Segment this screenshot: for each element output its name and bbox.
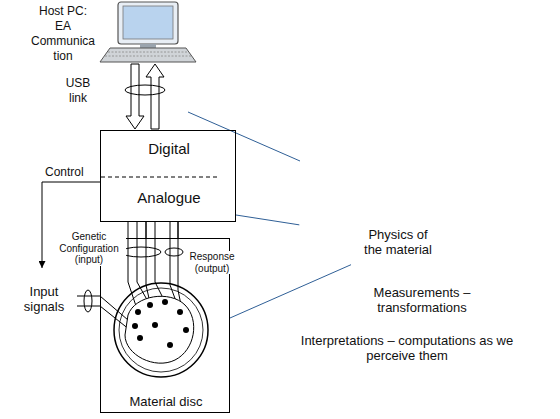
digital-analogue-box: DigitalAnalogue	[100, 130, 236, 222]
monitor-frame	[118, 2, 178, 44]
ellipse-shape	[11, 269, 77, 331]
node-text: Material disc	[101, 395, 231, 410]
label-text: USB link	[60, 76, 96, 106]
leader-line	[236, 215, 299, 225]
text-holder: Material disc	[101, 395, 231, 410]
electrode	[147, 302, 153, 308]
ellipse-shape	[257, 119, 557, 409]
node-text: Digital	[101, 140, 237, 157]
edge-label: Genetic Configuration (input)	[52, 231, 126, 266]
keyboard	[100, 48, 196, 62]
keyboard-keys	[105, 52, 191, 56]
electrode	[183, 327, 189, 333]
material-blob	[125, 296, 194, 363]
text-holder: Digital	[101, 140, 237, 157]
node-text: Physics of the material	[358, 228, 438, 258]
bundle-ring	[165, 248, 183, 256]
text-holder: Interpretations – computations as we per…	[297, 334, 517, 364]
disc-rim	[119, 288, 203, 372]
ellipse-shape	[297, 161, 547, 327]
node-text: Measurements – transformations	[362, 286, 482, 316]
usb-down-arrow	[126, 64, 144, 129]
usb-bundle-ring	[125, 85, 165, 95]
electrode	[177, 309, 183, 315]
measurements-ellipse: Measurements – transformations Physics of…	[296, 160, 548, 328]
electrode	[162, 299, 168, 305]
edge-label: Response (output)	[186, 251, 238, 274]
text-holder: Physics of the material	[358, 228, 438, 258]
electrode	[135, 309, 141, 315]
usb-up-arrow	[146, 64, 164, 129]
edge-label-text: Control	[44, 166, 94, 180]
bundle-ring	[84, 290, 92, 312]
electrode	[167, 342, 173, 348]
node-text: Interpretations – computations as we per…	[297, 334, 517, 364]
monitor-screen	[123, 6, 173, 39]
bundle-ring	[121, 247, 161, 257]
node-text: Analogue	[101, 189, 237, 206]
disc-outline	[114, 283, 208, 377]
usb-link	[125, 64, 165, 129]
leader-line	[230, 265, 351, 318]
ellipse-outline	[256, 118, 558, 410]
ellipse-shape	[343, 207, 453, 281]
material-disc-figure	[114, 283, 208, 377]
input-wire	[77, 296, 100, 297]
electrode	[152, 322, 158, 328]
configuration-wire	[146, 222, 147, 238]
text-holder: Measurements – transformations	[362, 286, 482, 316]
text-holder: Analogue	[101, 189, 237, 206]
usb-link-label: USB link	[60, 76, 96, 106]
response-wire	[178, 222, 179, 238]
digital-analogue-divider	[101, 177, 219, 178]
wire	[155, 222, 165, 302]
leader-line	[188, 112, 300, 161]
input-signals-ellipse: Input signals	[10, 268, 78, 332]
edge-label-text: Genetic Configuration (input)	[52, 231, 126, 266]
text-holder: Input signals	[10, 285, 78, 315]
edge-label: Control	[44, 166, 94, 180]
label-text: Host PC: EA Communica tion	[30, 4, 96, 64]
physics-ellipse: Physics of the material	[342, 206, 454, 282]
monitor-stand	[140, 44, 156, 48]
electrode	[137, 335, 143, 341]
node-text: Input signals	[10, 285, 78, 315]
edge-label-text: Response (output)	[186, 251, 238, 274]
interpretations-ellipse: Interpretations – computations as we per…	[256, 118, 558, 410]
host-pc-label: Host PC: EA Communica tion	[30, 4, 96, 64]
electrode	[132, 323, 138, 329]
host-pc-icon	[100, 2, 196, 62]
